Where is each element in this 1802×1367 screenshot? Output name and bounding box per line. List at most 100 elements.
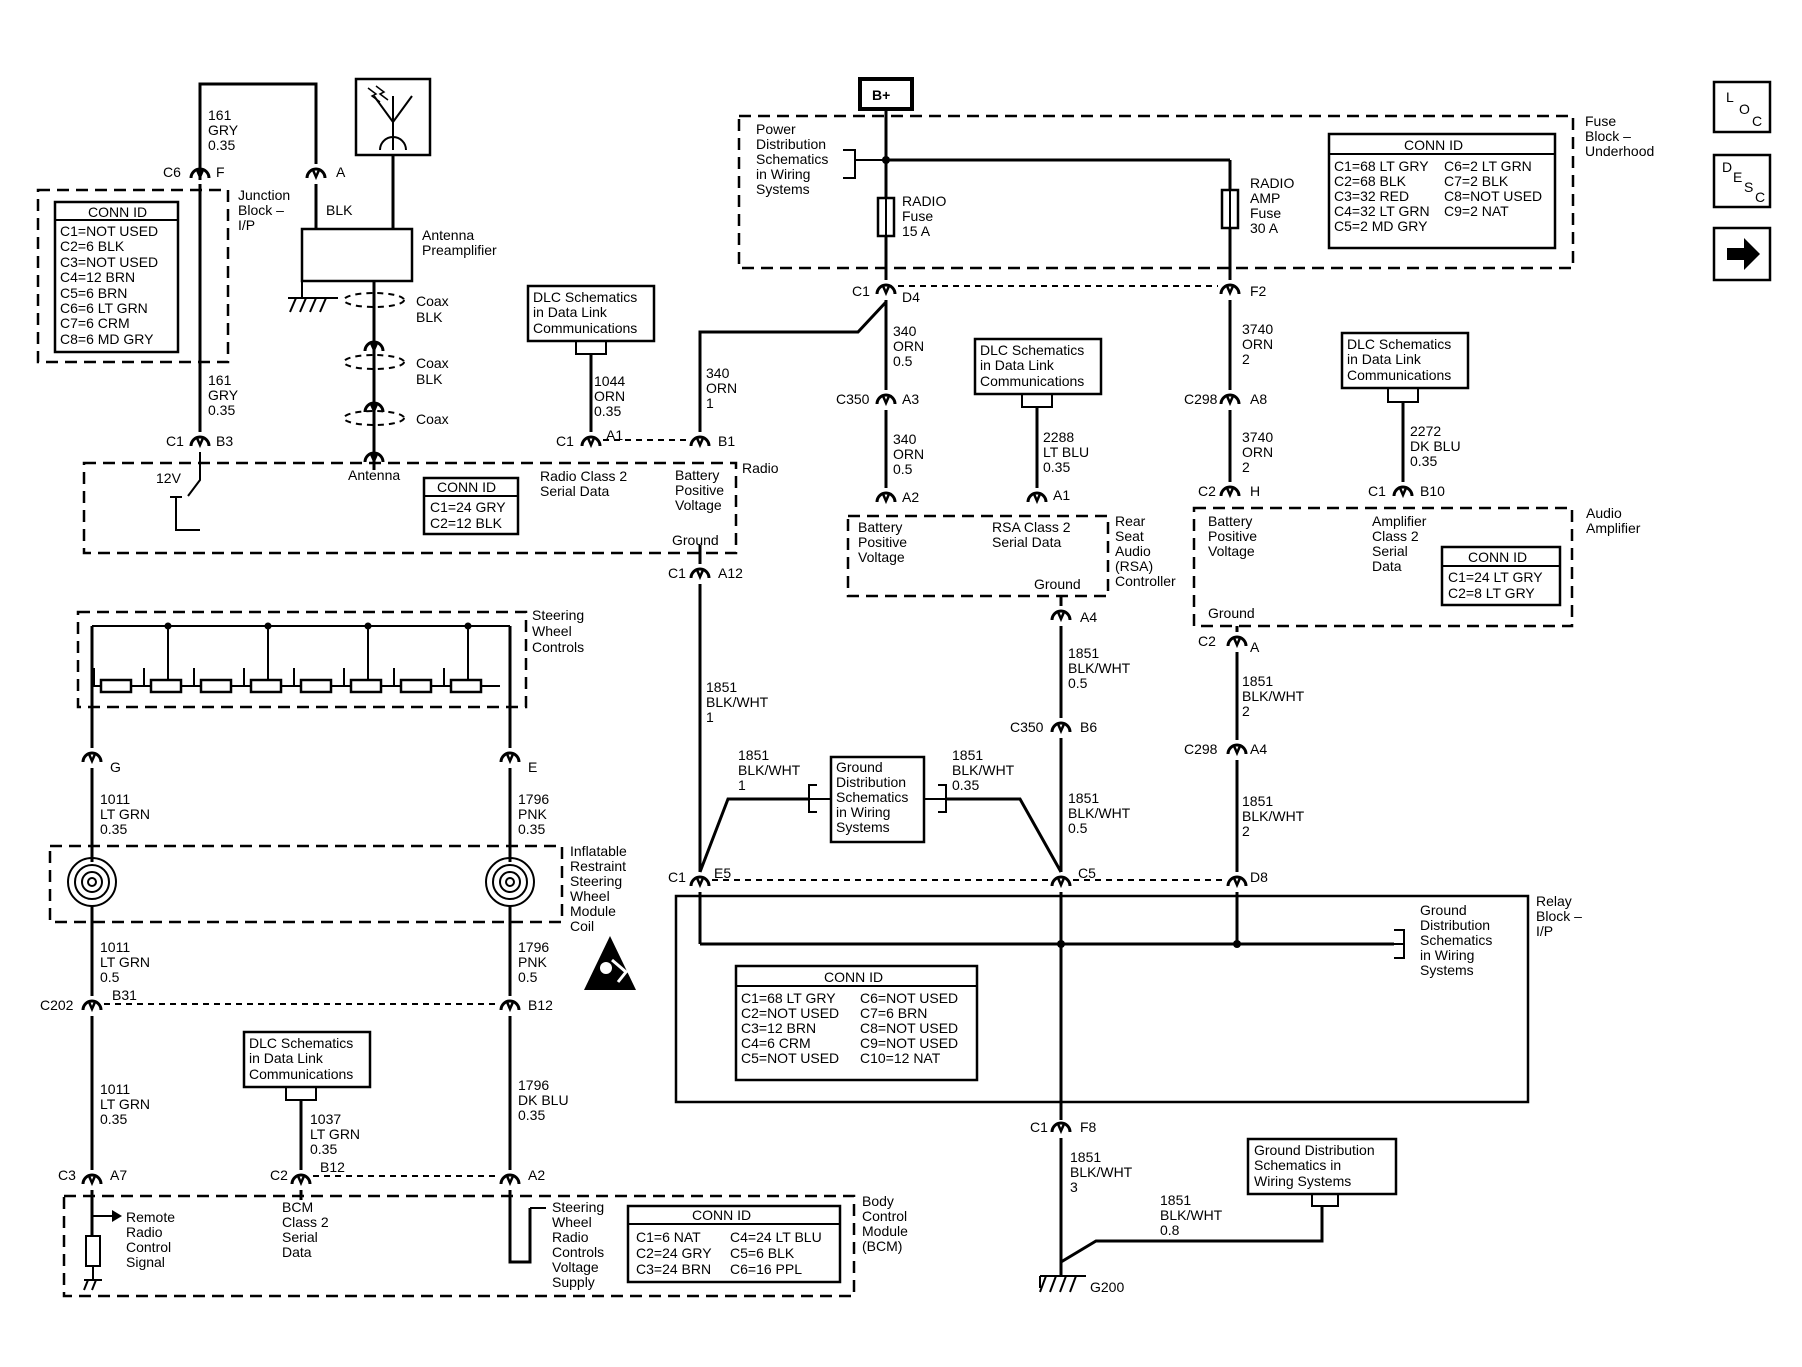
antenna-preamplifier: Antenna Preamplifier <box>300 227 497 283</box>
label-wires-w3740a-0: 3740 <box>1242 321 1273 337</box>
clockspring-coil-icon <box>485 857 535 907</box>
label-wires-w340b-1: ORN <box>893 338 924 354</box>
label-amp-bpv-2: Voltage <box>1208 543 1255 559</box>
label-connectors-c3: C3 <box>58 1167 76 1183</box>
label-wires-w1011c-1: LT GRN <box>100 1096 150 1112</box>
label-gnd_dist_mid-3: in Wiring <box>836 804 890 820</box>
label-antenna-coax1-0: Coax <box>416 293 449 309</box>
label-connectors-a: A <box>336 164 346 180</box>
dlc-ref-rsa: DLC Schematics in Data Link Communicatio… <box>973 337 1103 408</box>
label-ground_point: G200 <box>1090 1279 1124 1295</box>
label-wires-w340c-2: 0.5 <box>893 461 913 477</box>
label-wires-w1851c-2: 0.35 <box>952 777 979 793</box>
label-inflatable-title-4: Module <box>570 903 616 919</box>
label-fuse_block-radio_fuse-2: 15 A <box>902 223 931 239</box>
label-connectors-a3: A3 <box>902 391 919 407</box>
label-connectors-a2bcm: A2 <box>528 1167 545 1183</box>
radio-module: Radio 12V Radio Class 2 Serial Data Batt… <box>82 452 779 555</box>
label-dlc-0: DLC Schematics <box>249 1035 353 1051</box>
label-connectors-e5: E5 <box>714 865 731 881</box>
label-wires-w340b-0: 340 <box>893 323 917 339</box>
label-junction_block-conn_id-rows-4: C5=6 BRN <box>60 285 127 301</box>
label-wires-w1044-2: 0.35 <box>594 403 621 419</box>
dlc-ref-bcm: DLC Schematics in Data Link Communicatio… <box>242 1030 372 1101</box>
desc-button[interactable]: D E S C <box>1712 153 1772 209</box>
label-connectors-c1f8: C1 <box>1030 1119 1048 1135</box>
label-connectors-f2: F2 <box>1250 283 1267 299</box>
label-connectors-c1d4: C1 <box>852 283 870 299</box>
label-connectors-c350a3: C350 <box>836 391 870 407</box>
radio-amp-fuse: RADIO AMP Fuse 30 A <box>1220 175 1294 236</box>
label-fuse_block-title-1: Block – <box>1585 128 1631 144</box>
next-arrow-button[interactable] <box>1712 226 1772 282</box>
label-gnd_dist_mid-4: Systems <box>836 819 890 835</box>
label-fuse_block-power_dist-4: Systems <box>756 181 810 197</box>
resistor-6 <box>399 678 433 694</box>
label-bcm-remote-0: Remote <box>126 1209 175 1225</box>
label-wires-w1796b-1: PNK <box>518 954 547 970</box>
label-gnd_dist_bottom-0: Ground Distribution <box>1254 1142 1375 1158</box>
airbag-warning-icon <box>584 936 636 990</box>
dlc-ref-amp: DLC Schematics in Data Link Communicatio… <box>1340 331 1470 403</box>
label-radio-conn_id-rows-1: C2=12 BLK <box>430 515 503 531</box>
label-wires-w161a-1: GRY <box>208 122 239 138</box>
power-distribution-ref: Power Distribution Schematics in Wiring … <box>756 121 886 197</box>
ground-distribution-ref-bottom: Ground Distribution Schematics in Wiring… <box>1246 1137 1398 1207</box>
label-amp-class2-3: Data <box>1372 558 1402 574</box>
label-radio-bpv-1: Positive <box>675 482 724 498</box>
label-amp-title-1: Amplifier <box>1586 520 1641 536</box>
label-connectors-f8: F8 <box>1080 1119 1097 1135</box>
label-gnd_dist_mid-1: Distribution <box>836 774 906 790</box>
label-amp-bpv-0: Battery <box>1208 513 1252 529</box>
label-fuse_block-amp_fuse-2: Fuse <box>1250 205 1281 221</box>
label-bcm-swrc-4: Voltage <box>552 1259 599 1275</box>
label-rsa-title-1: Seat <box>1115 528 1144 544</box>
label-wires-w2288-1: LT BLU <box>1043 444 1089 460</box>
loc-button[interactable]: L O C <box>1712 80 1772 134</box>
junction-dot <box>164 622 172 630</box>
label-wires-w1011b-2: 0.5 <box>100 969 120 985</box>
label-wires-w161b-0: 161 <box>208 372 232 388</box>
label-wires-w1851b-0: 1851 <box>738 747 769 763</box>
label-fuse_block-power_dist-0: Power <box>756 121 796 137</box>
label-nav-desc-0: D <box>1722 159 1732 175</box>
label-wires-w161b-2: 0.35 <box>208 402 235 418</box>
label-wires-w1011b-0: 1011 <box>100 939 130 955</box>
label-fuse_block-power_dist-2: Schematics <box>756 151 828 167</box>
label-wires-w1796b-2: 0.5 <box>518 969 538 985</box>
label-antenna-label: Antenna <box>348 467 400 483</box>
resistor-0 <box>99 678 133 694</box>
label-wires-w1011a-1: LT GRN <box>100 806 150 822</box>
b-plus-label: B+ <box>858 77 914 111</box>
label-wires-w2272-0: 2272 <box>1410 423 1441 439</box>
label-wires-w340a-1: ORN <box>706 380 737 396</box>
steering-wheel-controls: Steering Wheel Controls <box>76 607 584 748</box>
label-wires-w1851a-2: 1 <box>706 709 714 725</box>
label-wires-w1851i-2: 0.8 <box>1160 1222 1180 1238</box>
label-connectors-a7: A7 <box>110 1167 127 1183</box>
label-wires-w1851g-1: BLK/WHT <box>1242 808 1305 824</box>
label-connectors-b12b: B12 <box>320 1159 345 1175</box>
label-connectors-a1: A1 <box>606 427 623 443</box>
label-bcm-conn_id-col2-1: C5=6 BLK <box>730 1245 795 1261</box>
label-relay_block-title-0: Relay <box>1536 893 1572 909</box>
label-antenna-preamp-0: Antenna <box>422 227 474 243</box>
relay-block-ip: Relay Block – I/P <box>674 893 1582 1104</box>
label-radio-ground: Ground <box>672 532 719 548</box>
label-wires-w2272-2: 0.35 <box>1410 453 1437 469</box>
label-bcm-conn_id-col1-0: C1=6 NAT <box>636 1229 701 1245</box>
label-dlc-2: Communications <box>1347 367 1451 383</box>
label-amp-conn_id-rows-1: C2=8 LT GRY <box>1448 585 1535 601</box>
label-rsa-title-3: (RSA) <box>1115 558 1153 574</box>
label-bcm-conn_id-col2-2: C6=16 PPL <box>730 1261 802 1277</box>
label-junction_block-title-0: Junction <box>238 187 290 203</box>
label-wires-w1037-0: 1037 <box>310 1111 341 1127</box>
label-bcm-title-0: Body <box>862 1193 894 1209</box>
label-connectors-a1rsa: A1 <box>1053 487 1070 503</box>
label-relay_block-conn_id-col2-0: C6=NOT USED <box>860 990 958 1006</box>
label-nav-desc-2: S <box>1744 179 1753 195</box>
label-antenna-coax1-1: BLK <box>416 309 443 325</box>
label-connectors-a4rsa: A4 <box>1080 609 1097 625</box>
label-bcm-title-1: Control <box>862 1208 907 1224</box>
label-bcm-title-2: Module <box>862 1223 908 1239</box>
